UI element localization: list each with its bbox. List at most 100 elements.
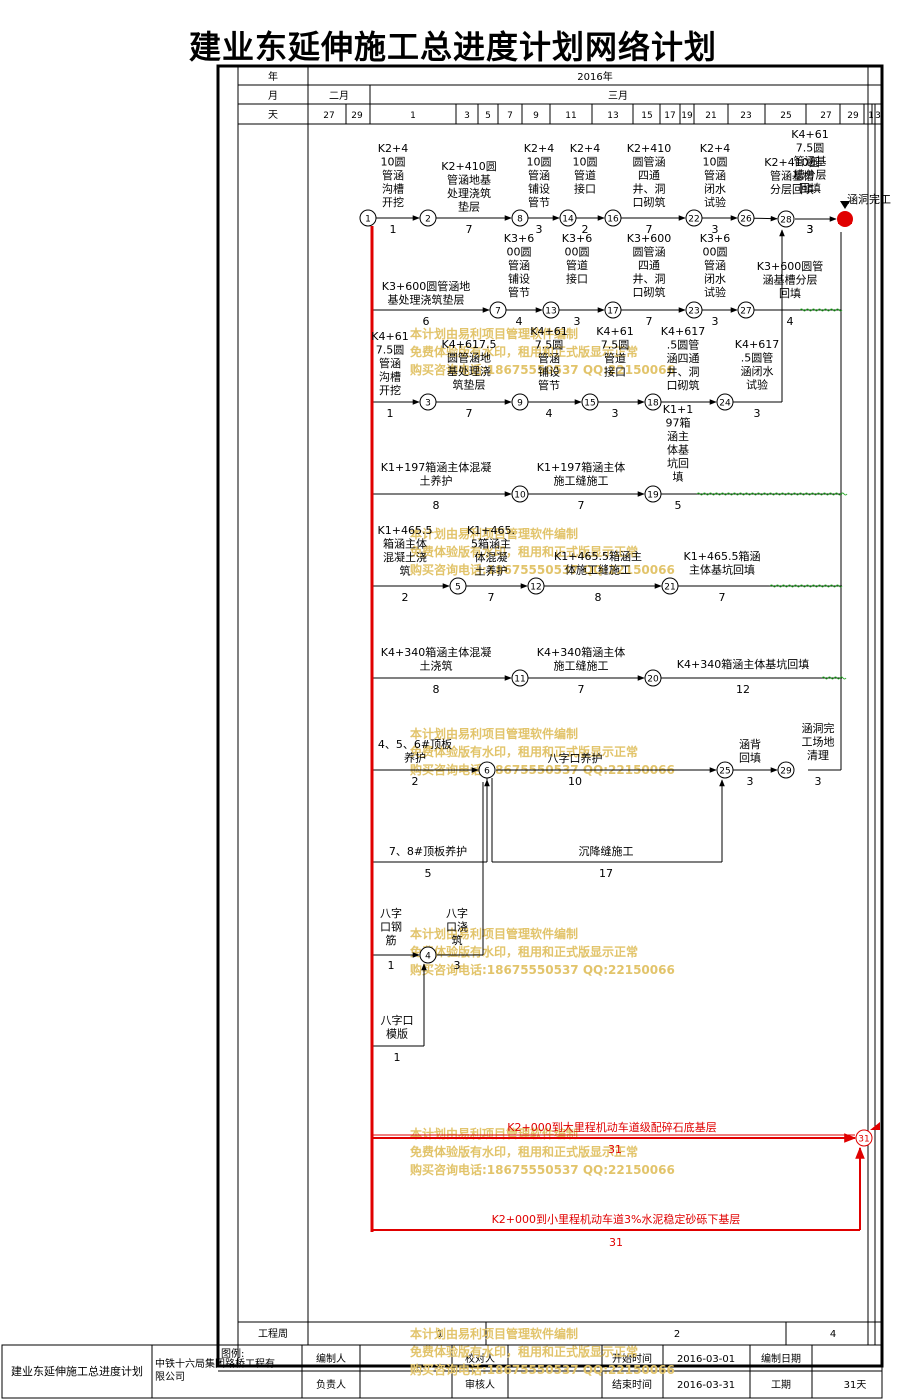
month-mar: 三月 [608,90,628,102]
activity-label: 10圆 [703,156,728,169]
activity-label: 管涵 [379,356,401,370]
activity-label: 口砌筑 [633,195,666,209]
activity-duration: 3 [807,223,814,236]
day-label: 27 [820,111,831,121]
day-label: 7 [507,111,513,121]
activity-label: 圆管涵地 [447,351,491,365]
node-24: 24 [716,393,734,411]
node-4: 4 [419,946,437,964]
day-label: 25 [780,111,791,121]
watermark-line: 本计划由易利项目管理软件编制 [410,526,578,541]
activity-label: 八字 [446,906,468,920]
activity-label: 管涵 [704,168,726,182]
activity-label: 7、8#顶板养护 [389,844,467,858]
activity-label: 体施工缝施工 [565,563,631,577]
watermark: 本计划由易利项目管理软件编制免费体验版有水印，租用和正式版显示正常购买咨询电话:… [410,326,675,1377]
day-label: 1 [868,111,874,121]
activity-duration: 3 [815,775,822,788]
svg-text:23: 23 [688,307,699,317]
activity-duration: 2 [582,223,589,236]
svg-text:3: 3 [425,399,431,409]
activity-duration: 4 [787,315,794,328]
activity-label: 铺设 [508,273,530,286]
period-value: 31天 [844,1380,867,1391]
activity-label: K4+61 [530,325,567,338]
activity-label: 施工缝施工 [554,474,609,488]
activity-label: 八字口 [381,1013,414,1027]
activity-duration: 4 [516,315,523,328]
svg-text:31: 31 [858,1135,869,1145]
activity-duration: 5 [425,867,432,880]
activity-duration: 3 [536,223,543,236]
activity-label: 接口 [566,273,588,286]
activity-label: 7.5圆 [796,142,825,155]
activity-label: 填 [673,470,684,484]
svg-text:12: 12 [530,583,541,593]
activity-label: 四通 [638,259,660,272]
watermark-line: 购买咨询电话:18675550537 QQ:22150066 [410,1362,675,1377]
watermark-line: 免费体验版有水印，租用和正式版显示正常 [410,544,638,559]
week-1: 1 [437,1329,443,1340]
activity-label: 涵四通 [667,351,700,365]
svg-text:26: 26 [740,215,752,225]
activity-label: 基处理浇 [447,365,491,378]
end-label: 结束时间 [612,1378,652,1391]
activity-label: 10圆 [527,156,552,169]
company-line-2: 限公司 [155,1371,185,1383]
activity-duration: 12 [736,683,750,696]
activity-label: 口砌筑 [633,285,666,299]
activity-label: K2+410圆 [441,160,496,173]
svg-text:18: 18 [647,399,659,409]
node-26: 26 [737,209,755,227]
node-16: 16 [604,209,622,227]
node-25: 25 [716,761,734,779]
activity-label: 口浇 [446,921,468,934]
node-29: 29 [777,761,795,779]
activity-label: 施工缝施工 [554,659,609,673]
activity-label: 回填 [799,181,821,195]
activity-label: K1+465.5箱涵主 [554,549,642,563]
legend-label: 图例: [221,1347,244,1360]
month-feb: 二月 [329,90,349,102]
day-label: 3 [464,111,470,121]
node-13: 13 [542,301,560,319]
activity-label: 坑回 [667,456,689,470]
activity-label: K3+6 [504,232,534,245]
day-row-label: 天 [268,110,278,121]
activity-label: 回填 [739,751,761,765]
activity-label: 管涵 [704,258,726,272]
activity-label: 涵主 [667,429,689,443]
watermark-line: 购买咨询电话:18675550537 QQ:22150066 [410,1162,675,1177]
activity-label: 井、洞 [667,365,700,379]
activity-label: K4+617 [735,338,779,351]
activity-label: 4、5、6#顶板 [378,737,452,751]
watermark-line: 免费体验版有水印，租用和正式版显示正常 [410,1344,638,1359]
activity-label: 圆管涵 [633,245,666,259]
day-label: 17 [664,111,675,121]
activity-label: K1+197箱涵主体 [537,460,625,474]
watermark-line: 本计划由易利项目管理软件编制 [410,1326,578,1341]
activity-label: K1+465. [467,524,515,537]
svg-text:13: 13 [545,307,556,317]
activity-label: 涵洞完 [802,721,835,735]
node-1: 1 [359,209,377,227]
activity-label: K3+600 [627,232,671,245]
activity-label: 00圆 [703,246,728,259]
